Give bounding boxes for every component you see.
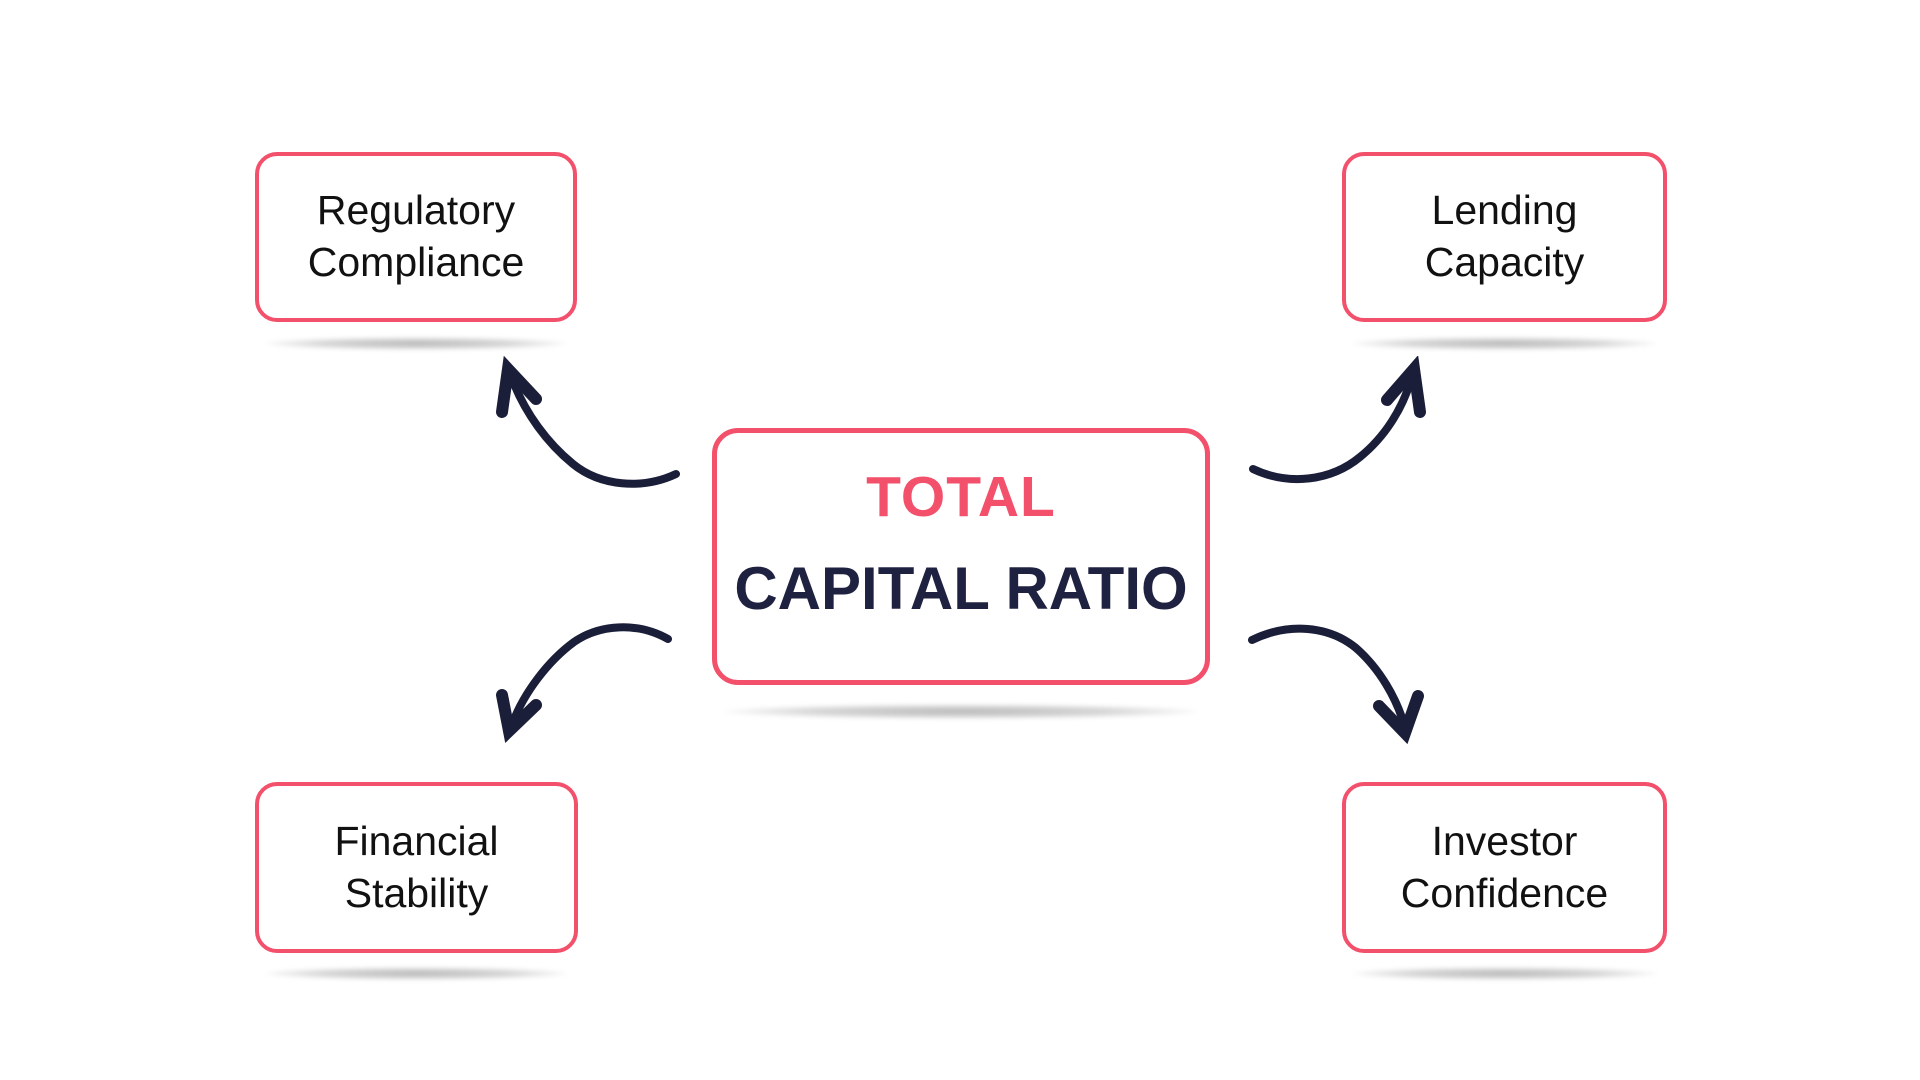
node-lending-capacity: Lending Capacity — [1342, 152, 1667, 322]
node-label-regulatory-compliance: Regulatory Compliance — [307, 187, 525, 285]
box-shadow-top-left — [265, 337, 567, 350]
node-total-capital-ratio: TOTAL CAPITAL RATIO — [712, 428, 1210, 685]
arrow-to-regulatory-compliance-icon — [490, 356, 690, 496]
node-label-financial-stability: Financial Stability — [334, 817, 499, 916]
arrow-to-investor-confidence-icon — [1242, 595, 1442, 745]
box-shadow-bottom-right — [1352, 967, 1657, 980]
node-label-investor-confidence: Investor Confidence — [1400, 817, 1609, 916]
node-investor-confidence: Investor Confidence — [1342, 782, 1667, 953]
center-title-line1: TOTAL — [866, 465, 1056, 529]
node-financial-stability: Financial Stability — [255, 782, 578, 953]
node-regulatory-compliance: Regulatory Compliance — [255, 152, 577, 322]
box-shadow-bottom-left — [265, 967, 568, 980]
box-shadow-center — [724, 704, 1198, 719]
center-title-line2: CAPITAL RATIO — [734, 555, 1188, 622]
box-shadow-top-right — [1352, 337, 1657, 350]
arrow-to-lending-capacity-icon — [1242, 356, 1442, 496]
node-label-lending-capacity: Lending Capacity — [1424, 187, 1585, 285]
arrow-to-financial-stability-icon — [490, 595, 690, 745]
